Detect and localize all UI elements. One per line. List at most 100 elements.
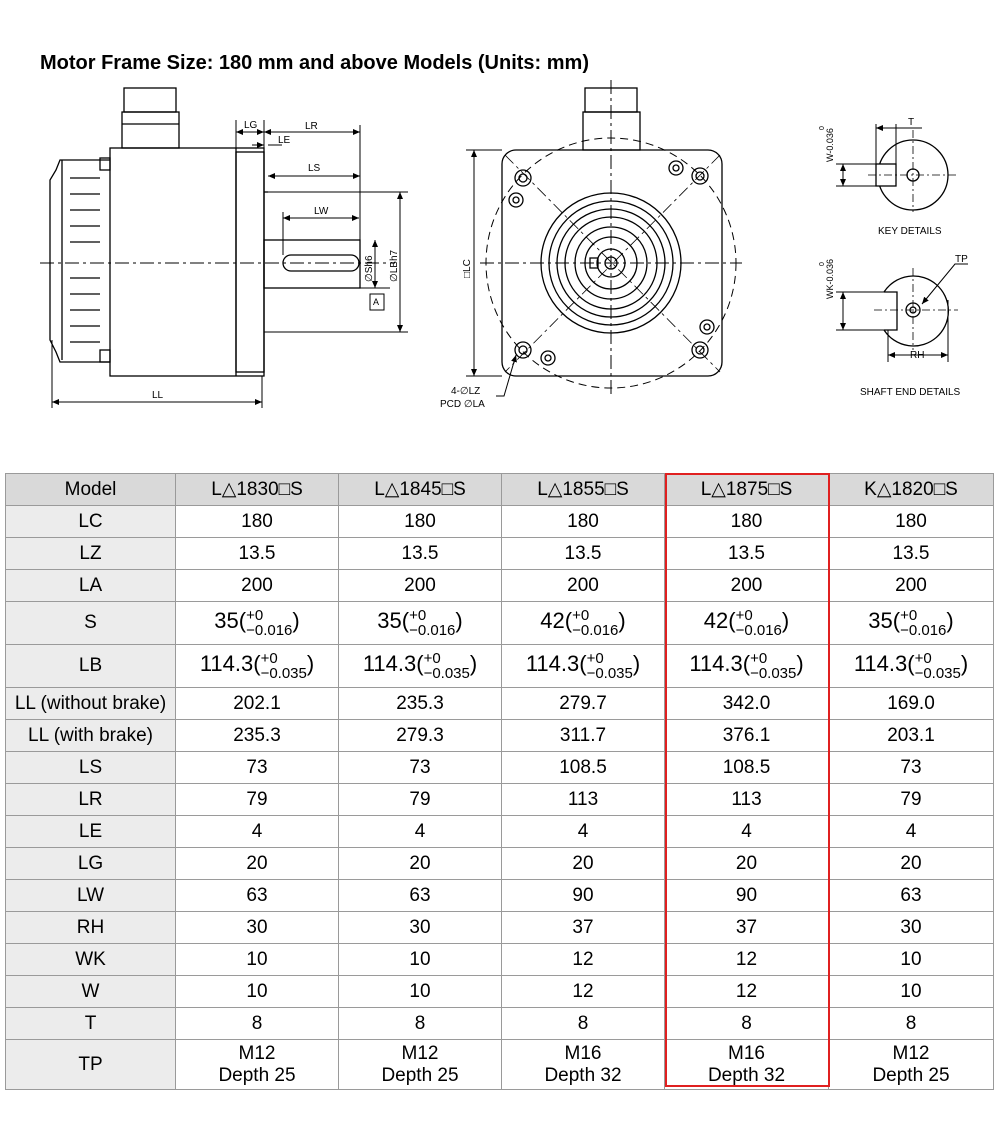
key-details-labels: T W-0.036 0 KEY DETAILS [819, 117, 942, 237]
le-label: LE [278, 135, 291, 146]
table-row: LS 73 73 108.5 108.5 73 [5, 751, 994, 784]
shaft-wk-zero: 0 [819, 262, 826, 266]
model-header-cell: L△1875□S [664, 473, 829, 506]
table-cell: 376.1 [664, 719, 829, 752]
table-cell: 12 [501, 975, 665, 1008]
tp-thread: M12 [401, 1042, 439, 1064]
tolerance-value: 35 [214, 608, 239, 634]
tolerance-upper: +0 [260, 650, 278, 667]
table-cell: 180 [501, 505, 665, 538]
tolerance-value: 35 [868, 608, 893, 634]
table-cell: 13.5 [664, 537, 829, 570]
lr-label: LR [305, 121, 318, 132]
table-cell: 79 [338, 783, 502, 816]
key-w-label: W-0.036 [825, 128, 835, 162]
lw-label: LW [314, 206, 329, 217]
tp-thread: M16 [564, 1042, 602, 1064]
table-row: W 10 10 12 12 10 [5, 975, 994, 1008]
tp-depth: Depth 25 [218, 1064, 296, 1086]
table-cell: 42(+0−0.016) [501, 601, 665, 645]
table-cell: 279.3 [338, 719, 502, 752]
table-cell: 235.3 [175, 719, 339, 752]
tolerance-lower: −0.035 [260, 665, 307, 682]
table-cell: 30 [338, 911, 502, 944]
tolerance-upper: +0 [423, 650, 441, 667]
table-cell: 35(+0−0.016) [175, 601, 339, 645]
table-cell: 203.1 [828, 719, 994, 752]
row-label: LG [5, 847, 176, 880]
tolerance-lower: −0.035 [586, 665, 633, 682]
table-cell: 13.5 [175, 537, 339, 570]
table-cell: 20 [175, 847, 339, 880]
table-cell: 20 [501, 847, 665, 880]
row-label: LB [5, 644, 176, 688]
pcd-label: PCD ∅LA [440, 399, 485, 410]
front-view [480, 80, 742, 395]
table-cell: 114.3(+0−0.035) [338, 644, 502, 688]
table-cell: 311.7 [501, 719, 665, 752]
shaft-end-labels: TP WK-0.036 0 RH SHAFT END DETAILS [819, 254, 968, 398]
table-cell: 8 [501, 1007, 665, 1040]
tp-depth: Depth 25 [872, 1064, 950, 1086]
row-label: LA [5, 569, 176, 602]
tolerance-lower: −0.035 [423, 665, 470, 682]
tp-thread: M16 [728, 1042, 765, 1064]
key-details-view [836, 124, 956, 212]
table-cell: 4 [175, 815, 339, 848]
tolerance-upper: +0 [586, 650, 604, 667]
front-dimensions [466, 149, 517, 397]
table-cell: 63 [175, 879, 339, 912]
table-row: LE 4 4 4 4 4 [5, 815, 994, 848]
row-label: LE [5, 815, 176, 848]
tolerance-upper: +0 [735, 607, 753, 624]
table-cell: 4 [664, 815, 829, 848]
table-cell: 12 [664, 943, 829, 976]
ls-label: LS [308, 163, 321, 174]
model-header-cell: L△1845□S [338, 473, 502, 506]
table-cell: 12 [501, 943, 665, 976]
row-label: LL (without brake) [5, 687, 176, 720]
table-row: LG 20 20 20 20 20 [5, 847, 994, 880]
table-cell: 180 [664, 505, 829, 538]
row-label: LZ [5, 537, 176, 570]
table-cell: 13.5 [338, 537, 502, 570]
table-cell: 4 [338, 815, 502, 848]
model-header-cell: L△1830□S [175, 473, 339, 506]
key-w-zero: 0 [819, 126, 826, 130]
table-cell: 200 [338, 569, 502, 602]
table-cell: 12 [664, 975, 829, 1008]
row-label: WK [5, 943, 176, 976]
table-cell: 90 [664, 879, 829, 912]
front-labels: □LC 4-∅LZ PCD ∅LA [440, 259, 485, 410]
table-cell: 279.7 [501, 687, 665, 720]
lc-label: □LC [462, 259, 473, 278]
tp-depth: Depth 32 [544, 1064, 622, 1086]
table-cell: 10 [338, 943, 502, 976]
table-cell: 4 [501, 815, 665, 848]
row-label: LC [5, 505, 176, 538]
table-cell: 13.5 [501, 537, 665, 570]
tolerance-value: 42 [540, 608, 565, 634]
table-cell: 73 [338, 751, 502, 784]
tolerance-value: 42 [703, 608, 729, 634]
tolerance-upper: +0 [572, 607, 590, 624]
shaft-rh-label: RH [910, 350, 924, 361]
row-label: W [5, 975, 176, 1008]
tolerance-value: 114.3 [199, 651, 254, 677]
table-cell: 20 [338, 847, 502, 880]
table-cell: 180 [338, 505, 502, 538]
table-header-row: Model L△1830□S L△1845□S L△1855□S L△1875□… [5, 473, 994, 506]
tolerance-upper: +0 [750, 650, 768, 667]
table-cell: 35(+0−0.016) [338, 601, 502, 645]
tolerance-value: 114.3 [689, 651, 743, 677]
shaft-end-view [836, 263, 968, 362]
tolerance-upper: +0 [246, 607, 264, 624]
table-cell: 180 [828, 505, 994, 538]
table-cell: 90 [501, 879, 665, 912]
tolerance-lower: −0.035 [914, 665, 961, 682]
table-cell: 180 [175, 505, 339, 538]
table-cell: 35(+0−0.016) [828, 601, 994, 645]
